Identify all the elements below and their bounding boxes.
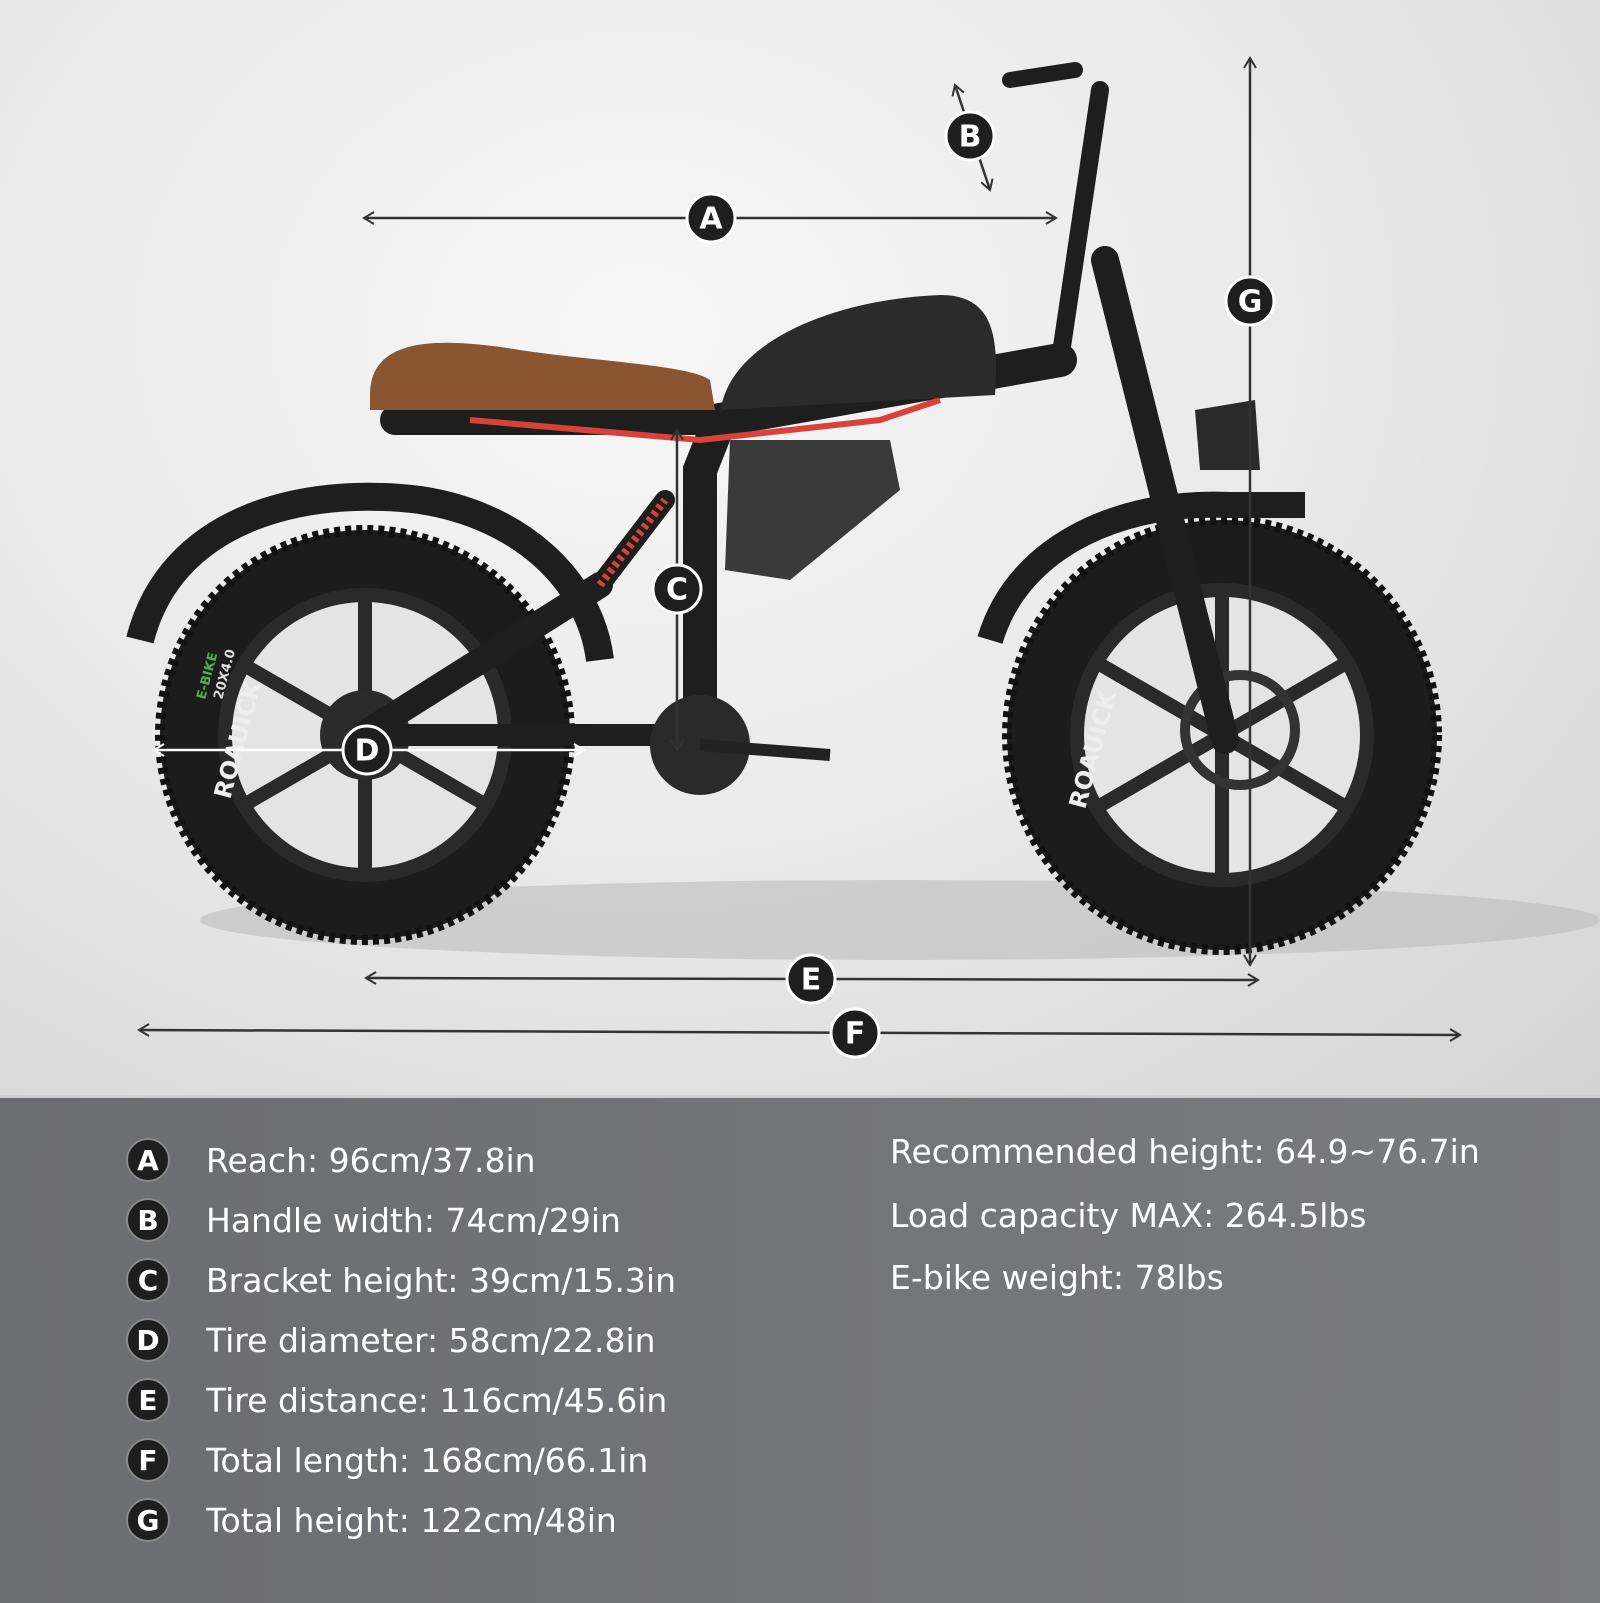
frame-bag [725,440,900,580]
badge-f: F [829,1007,881,1059]
badge-b: B [944,110,996,162]
spec-text: Bracket height: 39cm/15.3in [206,1260,676,1300]
spec-badge: A [126,1138,170,1182]
badge-c: C [651,563,703,615]
svg-text:F: F [845,1017,866,1052]
spec-badge: D [126,1318,170,1362]
spec-row-total-length: F Total length: 168cm/66.1in [126,1435,648,1485]
ebike-weight: E-bike weight: 78lbs [890,1258,1224,1297]
frame-accent [469,397,941,444]
badge-a: A [685,192,737,244]
dimension-badges: A B C D E F G [341,110,1276,1059]
rear-fender [126,482,614,663]
spec-text: Handle width: 74cm/29in [206,1200,621,1240]
svg-text:B: B [959,120,982,155]
svg-text:D: D [355,734,380,769]
spec-text: Tire diameter: 58cm/22.8in [206,1320,656,1360]
shock-spring [596,497,669,588]
spec-badge: F [126,1438,170,1482]
spec-row-total-height: G Total height: 122cm/48in [126,1495,617,1545]
recommended-height: Recommended height: 64.9~76.7in [890,1132,1480,1171]
dimension-f-line [137,1023,1462,1042]
spec-badge: B [126,1198,170,1242]
front-fender [977,491,1305,645]
bike-diagram: ROAUICK E-BIKE 20X4.0 ROAUICK [0,0,1600,1095]
svg-text:E: E [801,963,822,998]
spec-row-tire-diameter: D Tire diameter: 58cm/22.8in [126,1315,656,1365]
spec-text: Tire distance: 116cm/45.6in [206,1380,668,1420]
load-capacity: Load capacity MAX: 264.5lbs [890,1196,1367,1235]
svg-text:A: A [699,202,723,237]
svg-text:G: G [1238,285,1263,320]
crank [699,739,831,761]
badge-d: D [341,724,393,776]
spec-panel: A Reach: 96cm/37.8in B Handle width: 74cm/… [0,1095,1600,1603]
bike-illustration: ROAUICK E-BIKE 20X4.0 ROAUICK [126,56,1600,1059]
seat [370,342,715,410]
spec-row-reach: A Reach: 96cm/37.8in [126,1135,536,1185]
spec-row-tire-distance: E Tire distance: 116cm/45.6in [126,1375,667,1425]
spec-badge: C [126,1258,170,1302]
spec-text: Total length: 168cm/66.1in [206,1440,649,1480]
spec-row-bracket-height: C Bracket height: 39cm/15.3in [126,1255,676,1305]
badge-g: G [1224,275,1276,327]
badge-e: E [785,953,837,1005]
battery [720,295,997,420]
spec-text: Total height: 122cm/48in [206,1500,617,1540]
spec-badge: G [126,1498,170,1542]
spec-row-handle-width: B Handle width: 74cm/29in [126,1195,621,1245]
svg-text:C: C [666,573,688,608]
spec-text: Reach: 96cm/37.8in [206,1140,536,1180]
spec-badge: E [126,1378,170,1422]
